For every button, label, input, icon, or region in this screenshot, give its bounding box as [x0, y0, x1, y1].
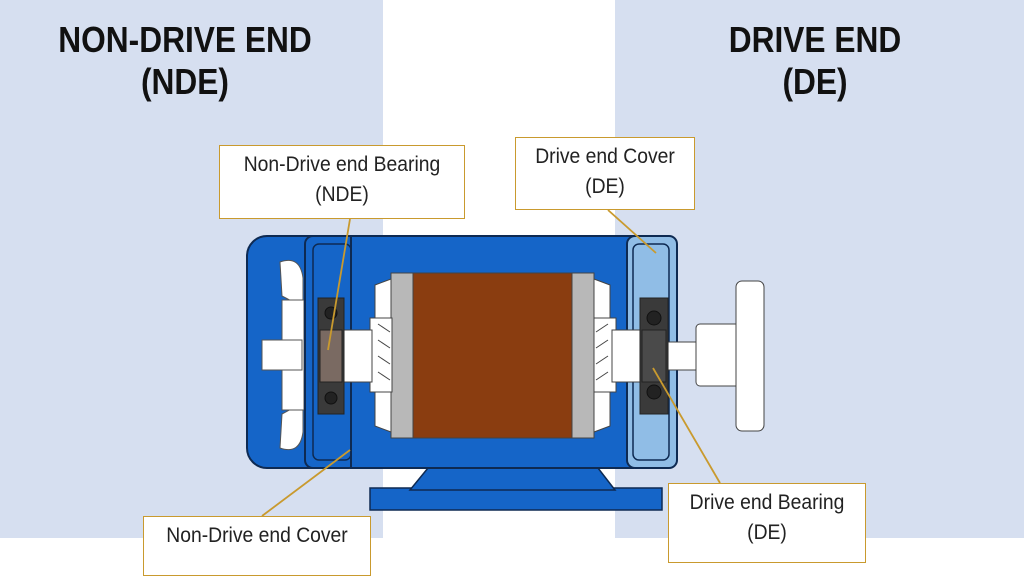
callout-de-cover-line2: (DE)	[585, 175, 625, 198]
de-bearing-ball-top	[646, 310, 662, 326]
de-bearing-race	[641, 329, 667, 383]
callout-non-drive-end-bearing: Non-Drive end Bearing (NDE)	[219, 145, 465, 219]
motor-cross-section-diagram	[246, 209, 765, 517]
nde-bearing	[317, 297, 345, 415]
motor-foot	[408, 467, 617, 491]
stator-lamination-right	[571, 272, 595, 439]
de-bearing-ball-bottom	[646, 384, 662, 400]
non-drive-end-heading: NON-DRIVE END (NDE)	[40, 19, 330, 103]
callout-de-cover-line1: Drive end Cover	[535, 145, 675, 168]
leader-de-cover	[607, 209, 657, 254]
drive-end-heading: DRIVE END (DE)	[670, 19, 960, 103]
callout-drive-end-cover: Drive end Cover (DE)	[515, 137, 695, 210]
de-bearing	[639, 297, 669, 415]
nde-heading-line1: NON-DRIVE END	[58, 19, 312, 60]
shaft-extension	[667, 341, 701, 371]
callout-drive-end-bearing: Drive end Bearing (DE)	[668, 483, 866, 563]
callout-nde-bearing-line2: (NDE)	[315, 183, 369, 206]
nde-heading-line2: (NDE)	[141, 61, 229, 102]
de-region-background	[615, 0, 1024, 538]
callout-nde-cover-line1: Non-Drive end Cover	[166, 524, 348, 547]
rotor-fins-left	[369, 317, 393, 393]
nde-bearing-race	[319, 329, 343, 383]
stator-lamination-left	[390, 272, 414, 439]
callout-nde-bearing-line1: Non-Drive end Bearing	[243, 153, 441, 176]
coupling-flange	[735, 280, 765, 432]
motor-base-plate	[369, 487, 663, 511]
nde-shaft-end	[261, 339, 303, 371]
leader-nde-bearing	[327, 218, 351, 351]
de-heading-line2: (DE)	[782, 61, 848, 102]
leader-de-bearing	[652, 367, 721, 484]
leader-nde-cover	[261, 449, 351, 517]
rotor-core	[412, 272, 573, 439]
callout-de-bearing-line2: (DE)	[747, 521, 787, 544]
coupling-hub	[695, 323, 741, 387]
shaft-nde-side	[339, 329, 373, 383]
de-heading-line1: DRIVE END	[728, 19, 902, 60]
callout-non-drive-end-cover: Non-Drive end Cover	[143, 516, 371, 576]
shaft-de-side	[611, 329, 641, 383]
callout-de-bearing-line1: Drive end Bearing	[689, 491, 845, 514]
nde-bearing-ball-bottom	[324, 391, 338, 405]
rotor-fins-right	[593, 317, 617, 393]
